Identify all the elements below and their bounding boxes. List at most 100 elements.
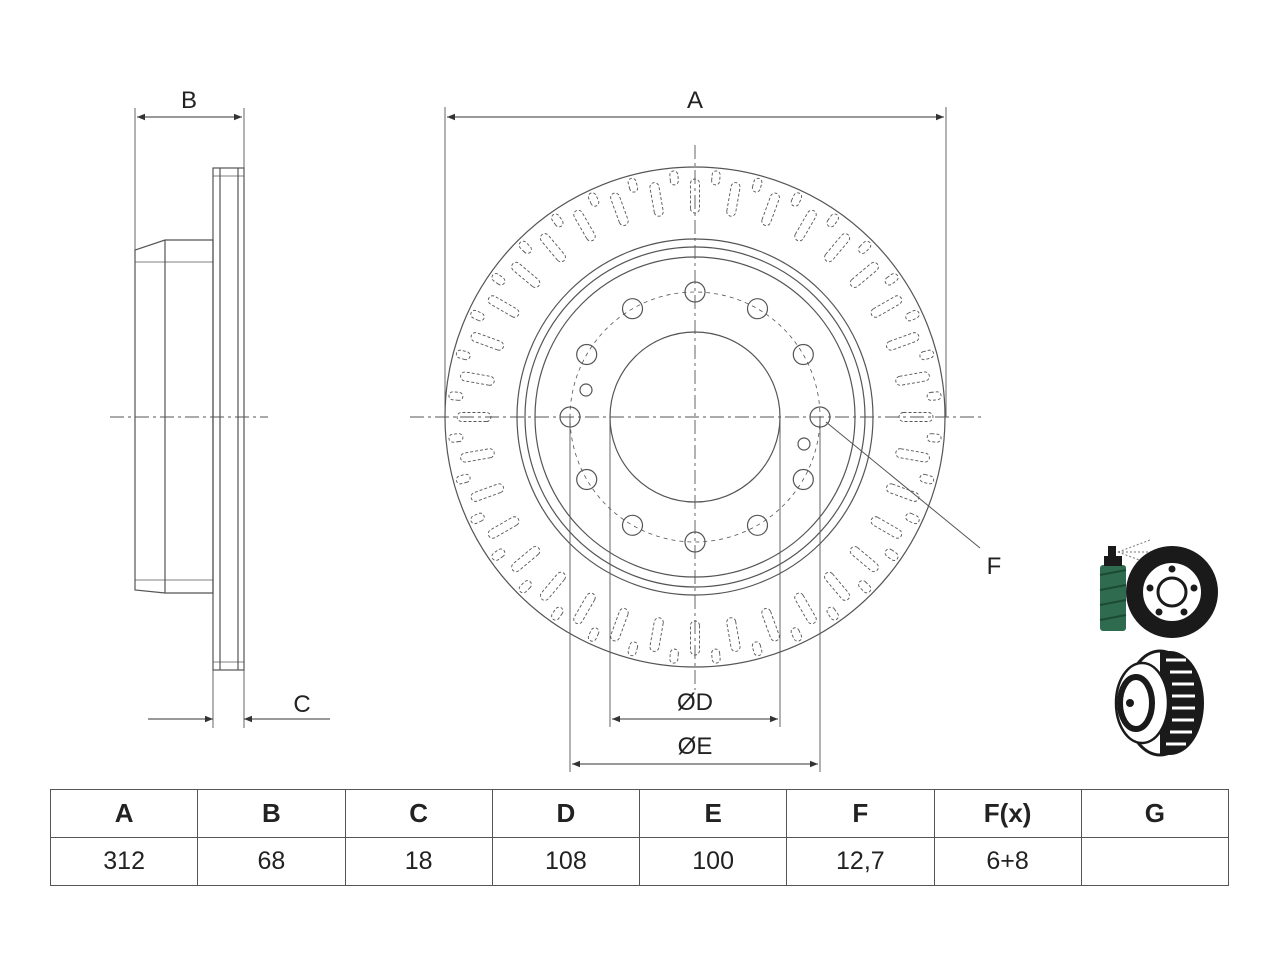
disc-slot — [511, 546, 541, 573]
disc-slot — [895, 371, 930, 386]
disc-slot-outer — [470, 309, 485, 322]
disc-slot — [824, 571, 851, 601]
disc-slot — [610, 192, 629, 226]
dimension-e-label: ØE — [678, 733, 713, 760]
value-cell-a: 312 — [49, 837, 199, 886]
specification-table-value-row: 312 68 18 108 100 12,7 6+8 — [49, 837, 1230, 886]
disc-slot — [470, 332, 504, 351]
disc-slot — [849, 546, 879, 573]
disc-slot-outer — [455, 473, 471, 485]
disc-slot — [895, 448, 930, 463]
dimension-b-label: B — [181, 87, 197, 114]
disc-slot — [886, 332, 920, 351]
disc-slot — [487, 295, 520, 318]
disc-slot — [761, 608, 780, 642]
disc-slot — [470, 483, 504, 502]
disc-slot-outer — [491, 273, 506, 286]
value-cell-fx: 6+8 — [933, 837, 1082, 886]
value-cell-e: 100 — [638, 837, 788, 886]
disc-slot-outer — [448, 433, 464, 443]
vented-disc-icon — [1114, 649, 1204, 757]
bolt-hole — [621, 298, 644, 320]
specification-table: A B C D E F F(x) G 312 68 18 108 100 12,… — [49, 789, 1230, 886]
specification-table-header-row: A B C D E F F(x) G — [49, 789, 1230, 838]
header-cell-c: C — [344, 789, 493, 838]
disc-slot-outer — [587, 627, 600, 642]
bolt-hole — [576, 468, 598, 491]
disc-slot — [460, 448, 495, 463]
disc-slot-outer — [926, 391, 942, 401]
dimension-d-label: ØD — [677, 689, 713, 716]
disc-slot — [573, 592, 596, 625]
disc-slot-outer — [790, 192, 803, 207]
disc-slot — [824, 233, 851, 263]
disc-slot-outer — [518, 240, 532, 254]
disc-slot-outer — [751, 177, 763, 193]
bolt-hole — [621, 514, 644, 536]
value-cell-c: 18 — [344, 837, 493, 886]
disc-slot — [870, 295, 903, 318]
bolt-hole — [792, 343, 814, 366]
coated-disc-spray-icon — [1099, 539, 1218, 638]
disc-slot — [487, 516, 520, 539]
dimension-a-label: A — [687, 87, 703, 114]
disc-slot — [610, 608, 629, 642]
disc-slot — [460, 371, 495, 386]
disc-slot-outer — [455, 349, 471, 361]
header-cell-e: E — [638, 789, 788, 838]
disc-slot-outer — [551, 606, 564, 621]
disc-slot-outer — [711, 170, 721, 186]
disc-slot-outer — [905, 512, 920, 525]
disc-slot-outer — [470, 512, 485, 525]
disc-slot-outer — [858, 580, 872, 594]
disc-slot-outer — [491, 548, 506, 561]
disc-slot-outer — [551, 213, 564, 228]
disc-slot-outer — [627, 641, 639, 657]
side-view-hat — [134, 239, 214, 594]
bolt-hole — [746, 298, 769, 320]
value-cell-b: 68 — [197, 837, 346, 886]
value-cell-g — [1080, 837, 1230, 886]
disc-slot — [649, 617, 664, 652]
disc-slot-outer — [669, 170, 679, 186]
header-cell-f: F — [786, 789, 935, 838]
front-view — [410, 107, 982, 772]
disc-slot-outer — [669, 648, 679, 664]
disc-slot-outer — [790, 627, 803, 642]
disc-slot-outer — [826, 213, 839, 228]
disc-slot — [649, 182, 664, 217]
value-cell-d: 108 — [491, 837, 641, 886]
disc-slot — [573, 209, 596, 242]
side-view — [110, 108, 330, 728]
disc-slot — [511, 261, 541, 288]
header-cell-a: A — [49, 789, 199, 838]
disc-slot — [794, 592, 817, 625]
bolt-hole — [746, 514, 769, 536]
disc-slot — [539, 571, 566, 601]
disc-slot-outer — [919, 473, 935, 485]
header-cell-d: D — [491, 789, 641, 838]
side-view-rotor — [212, 167, 245, 671]
dimension-f-leader — [825, 421, 981, 549]
disc-slot — [726, 617, 741, 652]
dimension-c-label: C — [293, 691, 310, 718]
disc-slot-outer — [448, 391, 464, 401]
header-cell-b: B — [197, 789, 346, 838]
disc-slot-outer — [858, 240, 872, 254]
value-cell-f: 12,7 — [786, 837, 935, 886]
disc-slot-outer — [711, 648, 721, 664]
disc-slot-outer — [884, 273, 899, 286]
header-cell-fx: F(x) — [933, 789, 1082, 838]
disc-slot-outer — [919, 349, 935, 361]
disc-slot-outer — [518, 580, 532, 594]
disc-slot — [539, 233, 566, 263]
locator-hole-bottom — [797, 437, 811, 451]
disc-slot-outer — [884, 548, 899, 561]
disc-slot — [794, 209, 817, 242]
disc-slot-outer — [751, 641, 763, 657]
header-cell-g: G — [1080, 789, 1230, 838]
brake-disc-technical-drawing: B C A ØD ØE F — [110, 87, 1218, 772]
disc-slot — [726, 182, 741, 217]
disc-slot — [886, 483, 920, 502]
disc-slot-outer — [826, 606, 839, 621]
